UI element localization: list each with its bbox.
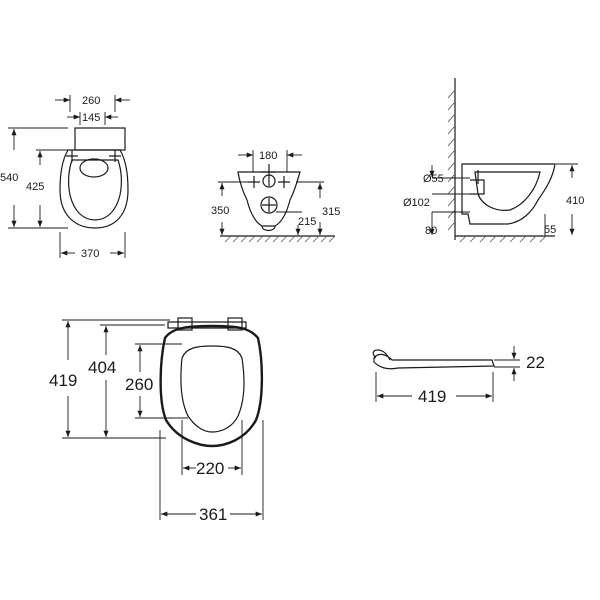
seat-opening [180,345,245,433]
hinge-left [177,317,193,331]
dim-seat-width-total: 361 [199,505,227,524]
wall-hatch [447,89,456,231]
dim-side-pipe-small: Ø55 [423,173,444,185]
side-inlet [470,170,485,195]
seat-side-view: 22 419 [372,346,545,406]
dim-seat-opening-width: 220 [196,459,224,478]
inlet-circle [262,174,276,188]
dim-front-width-bottom: 370 [81,248,99,260]
bowl-rim [68,159,122,221]
seat-hinge-curl [372,349,391,361]
rear-view: 180 350 215 315 [211,150,340,243]
seat-profile [373,353,495,370]
dim-seat-length-inner: 404 [88,358,116,377]
hinge-right [227,317,243,331]
dim-side-pipe-large: Ø102 [403,197,430,209]
dim-rear-fixing-width: 180 [259,150,277,162]
dim-rear-height-outlet: 350 [211,205,229,217]
dim-front-width-total: 260 [82,95,100,107]
outlet-circle [260,196,278,214]
dim-seat-opening-length: 260 [125,375,153,394]
dim-front-height-bowl: 425 [26,181,44,193]
dim-rear-height-low: 215 [298,216,316,228]
rear-crosses [248,164,290,212]
dim-side-outlet-offset: 55 [544,224,556,236]
dim-side-height: 410 [566,195,584,207]
rear-outlet-lip [261,225,276,232]
fixing-crosses [66,150,121,162]
seat-plan-view: 419 404 260 220 361 [49,317,264,524]
seat-oval [79,158,109,178]
floor-hatch [224,235,336,243]
bowl-outline [59,149,129,229]
side-view: Ø55 Ø102 80 410 55 [403,78,584,243]
hinge-bar [167,321,247,329]
side-bowl-inner [474,171,541,211]
dim-seat-length-total: 419 [49,371,77,390]
dim-front-height-total: 540 [0,172,18,184]
dim-side-wall-offset: 80 [425,225,437,237]
cistern-block [74,127,126,151]
dim-seat-side-length: 419 [418,387,446,406]
side-floor-hatch [459,235,547,243]
dim-front-width-inner: 145 [82,112,100,124]
dim-seat-thickness: 22 [526,353,545,372]
dim-rear-height-high: 315 [322,206,340,218]
side-bowl-profile [461,163,556,225]
front-view: 260 145 540 425 370 [0,95,130,260]
